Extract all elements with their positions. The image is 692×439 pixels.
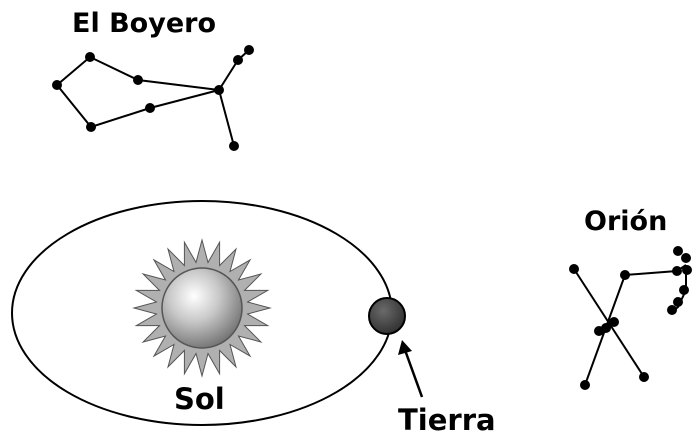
star: [580, 380, 590, 390]
star: [681, 253, 691, 263]
star: [679, 285, 689, 295]
star: [673, 246, 683, 256]
constellation-label-boyero: El Boyero: [72, 8, 217, 39]
star: [569, 264, 579, 274]
star: [609, 317, 619, 327]
star: [672, 266, 682, 276]
orion-constellation: [569, 246, 692, 390]
boyero-constellation: [52, 45, 254, 151]
star: [244, 45, 254, 55]
sun-icon: [161, 267, 243, 349]
star: [667, 305, 677, 315]
star: [229, 141, 239, 151]
arrow-icon: [398, 340, 424, 398]
constellation-label-orion: Orión: [584, 206, 668, 237]
star: [86, 122, 96, 132]
earth-label: Tierra: [398, 403, 496, 437]
star: [133, 75, 143, 85]
earth-icon: [368, 297, 406, 335]
star: [145, 103, 155, 113]
star: [85, 52, 95, 62]
star: [601, 323, 611, 333]
star: [620, 270, 630, 280]
star: [682, 265, 692, 275]
star: [639, 372, 649, 382]
star: [673, 297, 683, 307]
sun-label: Sol: [174, 382, 225, 416]
star: [52, 80, 62, 90]
star: [233, 55, 243, 65]
star: [214, 85, 224, 95]
